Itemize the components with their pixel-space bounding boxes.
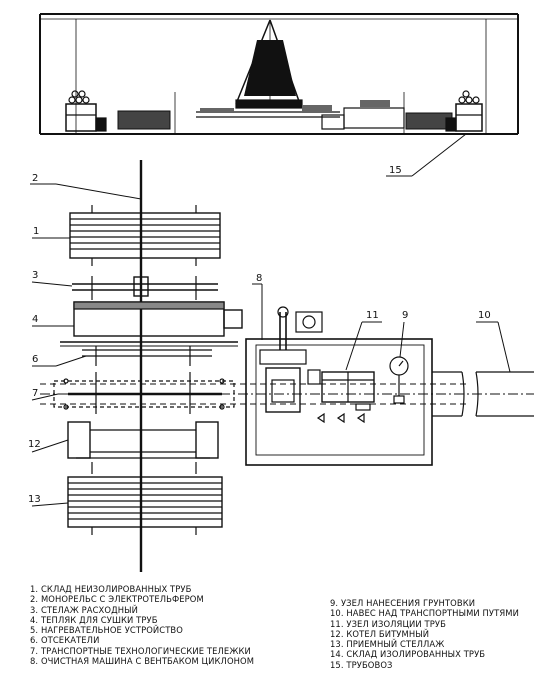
callouts: 2 1 3 4 6 7 12 13 8 11 9 10 [28,173,511,507]
legend-item: 7. ТРАНСПОРТНЫЕ ТЕХНОЛОГИЧЕСКИЕ ТЕЛЕЖКИ [30,645,251,656]
legend-item: 11. УЗЕЛ ИЗОЛЯЦИИ ТРУБ [330,618,446,629]
insulation-unit [307,369,375,424]
elevation-view: 15 [39,13,519,177]
callout-4: 4 [32,314,38,325]
shed-frame [39,13,519,135]
legend-left-column: 1. СКЛАД НЕИЗОЛИРОВАННЫХ ТРУБ 2. МОНОРЕЛ… [30,584,254,666]
plan-view: 2 1 3 4 6 7 12 13 8 11 9 10 [28,160,534,572]
callout-6: 6 [32,354,38,365]
callout-3: 3 [32,270,38,281]
pipe-stack-right [405,112,453,130]
cleaning-machine [259,284,323,413]
legend-item: 14. СКЛАД ИЗОЛИРОВАННЫХ ТРУБ [330,649,486,660]
processing-building [245,284,433,466]
legend-item: 13. ПРИЕМНЫЙ СТЕЛЛАЖ [330,639,445,650]
bitumen-boiler [67,421,219,474]
raw-pipe-storage [69,205,221,266]
transport-canopy [432,371,534,417]
callout-2: 2 [32,173,38,184]
legend-item: 6. ОТСЕКАТЕЛИ [30,635,100,646]
pipe-truck-left [65,90,107,132]
feed-rack [72,276,218,300]
legend-item: 2. МОНОРЕЛЬС С ЭЛЕКТРОТЕЛЬФЕРОМ [30,594,204,605]
primer-unit [389,356,409,404]
gantry-structure [235,19,303,109]
drying-chamber [60,301,243,366]
legend-right-column: 9. УЗЕЛ НАНЕСЕНИЯ ГРУНТОВКИ 10. НАВЕС НА… [330,598,519,670]
plant-layout-drawing: 15 [28,13,534,572]
legend-item: 3. СТЕЛАЖ РАСХОДНЫЙ [30,604,138,615]
callout-10: 10 [478,310,491,321]
legend-item: 5. НАГРЕВАТЕЛЬНОЕ УСТРОЙСТВО [30,625,183,636]
callout-11: 11 [366,310,379,321]
pipe-stack-left [117,110,171,130]
legend-item: 4. ТЕПЛЯК ДЛЯ СУШКИ ТРУБ [30,614,158,625]
legend-item: 1. СКЛАД НЕИЗОЛИРОВАННЫХ ТРУБ [30,584,192,594]
callout-9: 9 [402,310,408,321]
legend-item: 12. КОТЕЛ БИТУМНЫЙ [330,628,430,639]
callout-8: 8 [256,273,262,284]
callout-7: 7 [32,388,38,399]
transport-track [40,372,534,414]
legend-item: 10. НАВЕС НАД ТРАНСПОРТНЫМИ ПУТЯМИ [330,608,519,619]
legend-item: 9. УЗЕЛ НАНЕСЕНИЯ ГРУНТОВКИ [330,598,476,608]
callout-12: 12 [28,439,41,450]
receiving-rack [67,476,223,535]
callout-1: 1 [33,226,39,237]
callout-15: 15 [389,165,402,176]
conveyor-line [196,100,405,130]
legend-item: 8. ОЧИСТНАЯ МАШИНА С ВЕНТБАКОМ ЦИКЛОНОМ [30,656,255,667]
pipe-truck-right [445,90,483,132]
callout-13: 13 [28,494,41,505]
legend-item: 15. ТРУБОВОЗ [330,659,393,670]
